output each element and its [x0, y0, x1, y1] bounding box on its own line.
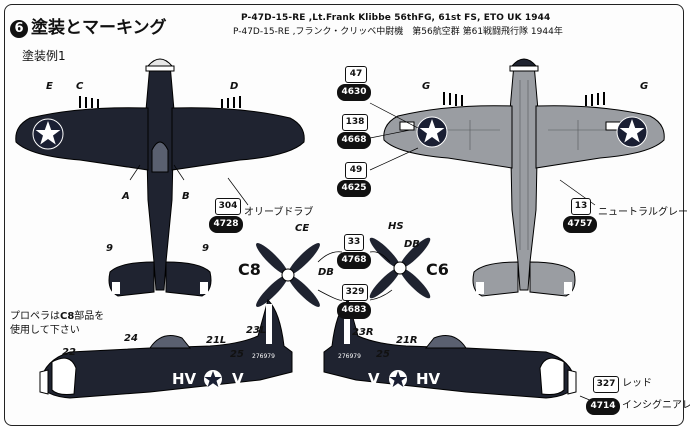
decal-label-24: 24 [124, 333, 138, 344]
color-chip-4768: 4768 [337, 252, 371, 269]
decal-label-d: D [230, 81, 239, 92]
color-chip-4683: 4683 [337, 302, 371, 319]
caption-english: P-47D-15-RE ,Lt.Frank Klibbe 56thFG, 61s… [241, 13, 551, 23]
color-chip-4728: 4728 [209, 216, 243, 233]
decal-label-g-right: G [640, 81, 649, 92]
decal-label-db-left: DB [318, 267, 334, 278]
propeller-c8 [256, 243, 320, 307]
decal-label-db-right: DB [404, 239, 420, 250]
decal-label-23r: 23R [352, 327, 374, 338]
color-chip-329: 329 [342, 284, 368, 301]
color-chip-4714: 4714 [586, 398, 620, 415]
top-view-aircraft [15, 58, 305, 297]
color-chip-47: 47 [345, 66, 367, 83]
color-chip-4668: 4668 [337, 132, 371, 149]
color-name-neutral-gray: ニュートラルグレー [598, 207, 688, 218]
decal-label-ce: CE [295, 223, 310, 234]
color-name-insignia-red: インシグニアレッド [622, 400, 690, 411]
tail-serial-left: 276979 [252, 353, 275, 360]
propeller-c6 [369, 237, 431, 299]
fuselage-code-right-hv: HV [416, 370, 441, 388]
propeller-label-c8: C8 [238, 260, 261, 279]
propeller-note-text: プロペラは [10, 311, 60, 322]
fuselage-code-left-hv: HV [172, 370, 197, 388]
color-name-red: レッド [622, 378, 652, 389]
propeller-note-part: C8 [60, 311, 75, 322]
right-side-view-aircraft [323, 299, 577, 399]
decal-label-b: B [182, 191, 190, 202]
leader-lines [129, 102, 605, 407]
color-chip-13: 13 [571, 198, 591, 215]
propeller-note-end: 部品を [74, 311, 105, 322]
scheme-label: 塗装例1 [22, 49, 66, 63]
color-chip-4630: 4630 [337, 84, 371, 101]
decal-label-21r: 21R [396, 335, 418, 346]
decal-label-21l: 21L [206, 335, 227, 346]
title-text: 塗装とマーキング [31, 18, 167, 38]
tail-serial-right: 276979 [338, 353, 361, 360]
fuselage-code-left-v: V [232, 370, 244, 388]
color-chip-4625: 4625 [337, 180, 371, 197]
decal-label-9-right: 9 [202, 243, 209, 254]
propeller-note-line1: プロペラはC8部品を [10, 312, 104, 322]
decal-label-23l: 23L [246, 325, 267, 336]
decal-label-c: C [76, 81, 84, 92]
decal-label-a: A [122, 191, 130, 202]
fuselage-code-right-v: V [368, 370, 380, 388]
decal-label-9-left: 9 [106, 243, 113, 254]
color-chip-327: 327 [593, 376, 619, 393]
color-chip-33: 33 [344, 234, 364, 251]
color-chip-4757: 4757 [563, 216, 597, 233]
color-chip-304: 304 [215, 198, 241, 215]
decal-label-hs: HS [388, 221, 404, 232]
decal-label-g-left: G [422, 81, 431, 92]
section-number: 6 [10, 20, 28, 38]
propeller-note-line2: 使用して下さい [10, 325, 80, 336]
decal-label-25-right: 25 [376, 349, 390, 360]
caption-japanese: P-47D-15-RE ,フランク・クリッベ中尉機 第56航空群 第61戦闘飛行… [233, 27, 563, 37]
color-name-olive-drab: オリーブドラブ [244, 207, 314, 218]
propeller-label-c6: C6 [426, 260, 449, 279]
color-chip-49: 49 [345, 162, 367, 179]
decal-label-e: E [46, 81, 53, 92]
decal-label-22: 22 [62, 347, 76, 358]
bottom-view-aircraft [383, 58, 665, 297]
color-chip-138: 138 [342, 114, 368, 131]
decal-label-25-left: 25 [230, 349, 244, 360]
left-side-view-aircraft [39, 299, 293, 399]
